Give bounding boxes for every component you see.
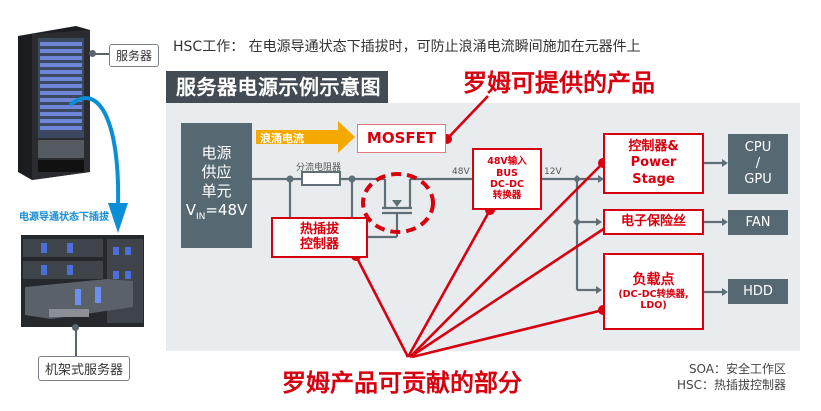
rack-callout-dot <box>72 324 79 331</box>
psu-line-1: 电源 <box>201 144 232 162</box>
cpu-line-2: / <box>755 156 761 171</box>
psu-line-2: 供应 <box>201 163 232 181</box>
bus-line-4: 转换器 <box>492 190 522 202</box>
v12-label: 12V <box>544 167 562 177</box>
fan-box: FAN <box>728 210 788 235</box>
note-soa: SOA：安全工作区 <box>688 362 786 376</box>
controller-power-stage-box: 控制器& Power Stage <box>603 133 704 194</box>
efuse-label: 电子保险丝 <box>620 213 686 229</box>
hdd-box: HDD <box>728 279 788 304</box>
rohm-products-headline: 罗姆可提供的产品 <box>463 69 655 97</box>
pol-line-1: 负载点 <box>632 271 675 288</box>
panel-title: 服务器电源示例示意图 <box>166 71 388 103</box>
bus-line-3: DC-DC <box>490 179 524 190</box>
cpu-line-1: CPU <box>744 140 772 155</box>
ctrl-line-2: Power <box>630 155 677 171</box>
rack-callout-connector <box>75 327 77 356</box>
pol-line-2: (DC-DC转换器, <box>618 288 689 300</box>
hot-swap-label: 电源导通状态下插拔 <box>19 212 109 223</box>
mosfet-box: MOSFET <box>357 124 446 153</box>
bus-line-2: BUS <box>496 167 518 179</box>
hot-swap-arrow <box>68 96 128 233</box>
vin-prefix: V <box>185 201 196 219</box>
server-callout: 服务器 <box>109 44 160 67</box>
server-callout-dot <box>89 50 96 57</box>
bus-line-1: 48V输入 <box>487 156 527 168</box>
hsc-description: HSC工作： 在电源导通状态下插拔时，可防止浪涌电流瞬间施加在元器件上 <box>173 39 641 55</box>
cpu-gpu-box: CPU / GPU <box>728 134 788 194</box>
pol-line-3: LDO) <box>640 299 667 311</box>
rack-server-image <box>21 235 144 327</box>
psu-vin: VIN=48V <box>186 201 248 227</box>
abbreviation-notes: SOA：安全工作区 HSC：热插拔控制器 <box>677 361 786 393</box>
vin-value: =48V <box>205 201 248 219</box>
server-rack-image <box>14 22 92 182</box>
power-supply-unit-box: 电源 供应 单元 VIN=48V <box>181 123 252 248</box>
hdd-label: HDD <box>743 284 773 299</box>
rohm-contribution-headline: 罗姆产品可贡献的部分 <box>282 369 522 397</box>
ctrl-line-3: Stage <box>632 171 675 187</box>
hot-swap-controller-box: 热插拔 控制器 <box>271 217 368 258</box>
point-of-load-box: 负载点 (DC-DC转换器, LDO) <box>603 253 704 330</box>
v48-label: 48V <box>452 167 470 177</box>
ctrl-line-1: 控制器& <box>628 139 679 155</box>
hsc-line-2: 控制器 <box>299 236 339 252</box>
fan-label: FAN <box>745 215 771 230</box>
mosfet-label: MOSFET <box>366 128 437 147</box>
inrush-current-label: 浪涌电流 <box>260 132 304 145</box>
rack-server-callout: 机架式服务器 <box>38 356 131 381</box>
shunt-resistor-label: 分流电阻器 <box>296 163 342 173</box>
bus-converter-box: 48V输入 BUS DC-DC 转换器 <box>472 148 542 210</box>
efuse-box: 电子保险丝 <box>603 209 704 235</box>
note-hsc: HSC：热插拔控制器 <box>676 378 786 392</box>
vin-sub: IN <box>195 212 206 222</box>
cpu-line-3: GPU <box>744 172 772 187</box>
psu-line-3: 单元 <box>201 182 232 200</box>
hsc-line-1: 热插拔 <box>299 221 339 237</box>
server-callout-connector <box>92 53 110 55</box>
